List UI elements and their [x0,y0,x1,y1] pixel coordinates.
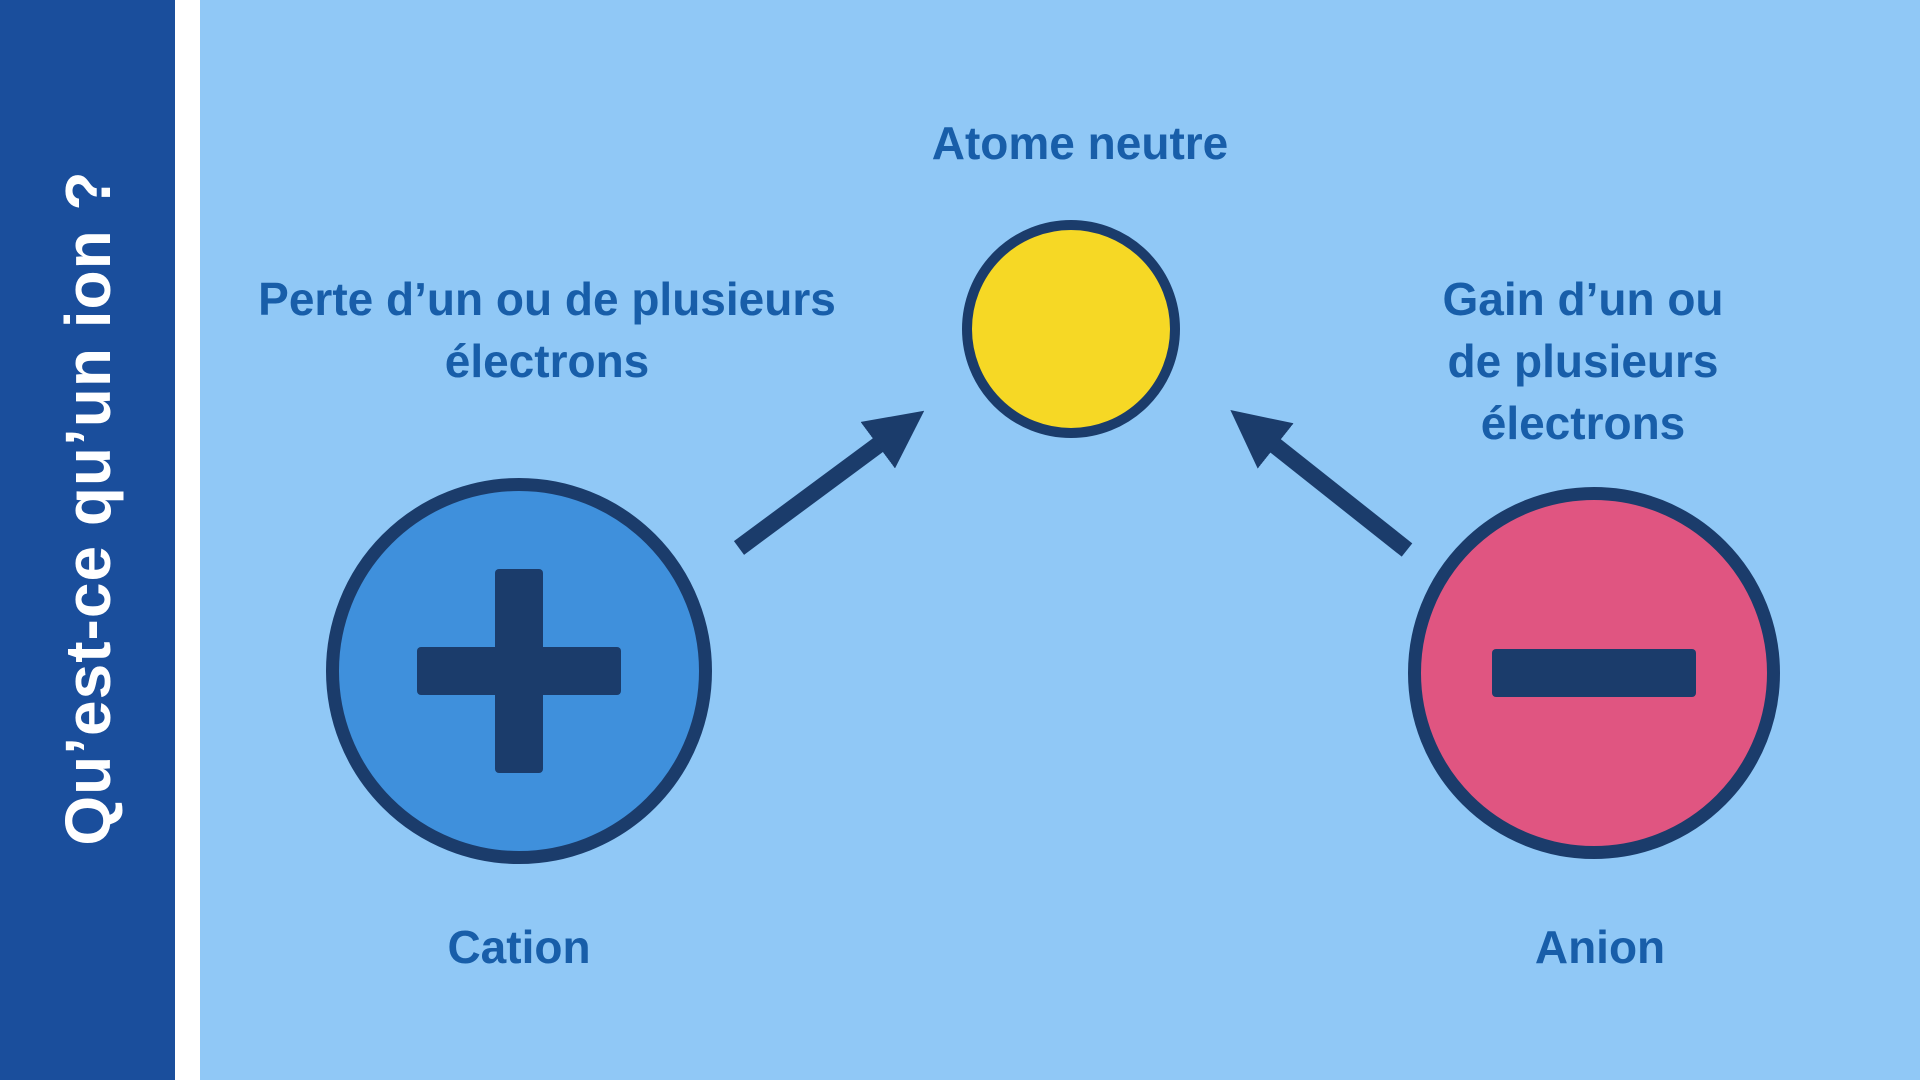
electron-loss-caption: Perte d’un ou de plusieurs électrons [258,273,836,387]
plus-icon [339,491,699,851]
minus-icon-bar [1492,649,1696,697]
diagram-area: Atome neutre Perte d’un ou de plusieurs … [200,0,1920,1080]
plus-icon-vertical-bar [495,569,543,773]
cation-label: Cation [447,921,591,973]
sidebar: Qu’est-ce qu’un ion ? [0,0,175,1080]
cation-circle [326,478,712,864]
neutral-atom-label: Atome neutre [931,117,1229,169]
neutral-atom-circle [962,220,1180,438]
minus-icon [1421,500,1767,846]
electron-gain-caption: Gain d’un ou de plusieurs électrons [1442,273,1724,449]
anion-label: Anion [1534,921,1666,973]
anion-circle [1408,487,1780,859]
right-arrow [1230,410,1413,557]
sidebar-title: Qu’est-ce qu’un ion ? [51,169,124,846]
left-arrow [733,410,925,555]
